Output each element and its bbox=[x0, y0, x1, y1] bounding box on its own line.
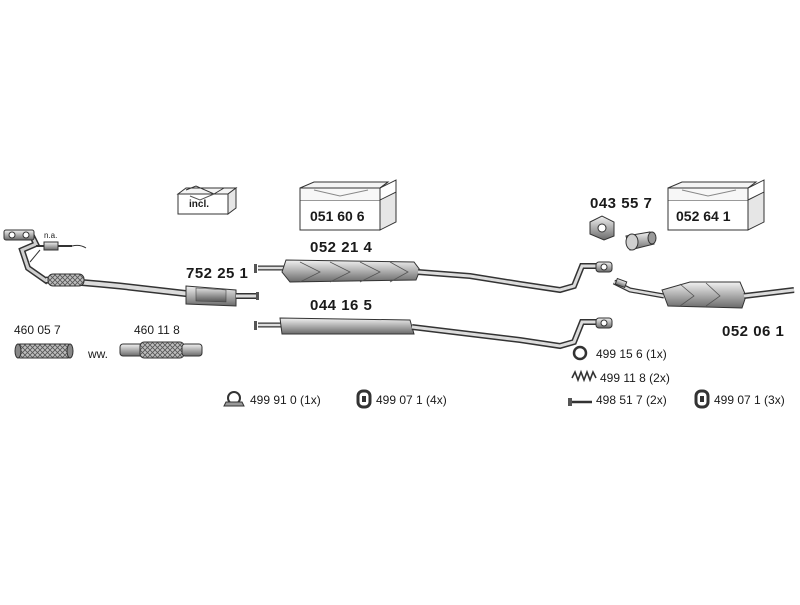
rubber-hanger-icon bbox=[356, 389, 372, 409]
box-label-052-64-1: 052 64 1 bbox=[676, 208, 731, 224]
part-label-043-55-7: 043 55 7 bbox=[590, 195, 653, 212]
part-label-044-16-5: 044 16 5 bbox=[310, 297, 373, 314]
flex-pipe-460-05-7 bbox=[14, 343, 74, 359]
middle-muffler-assembly bbox=[254, 259, 613, 294]
flange-adapter bbox=[589, 215, 657, 251]
hardware-label-clamp: 499 91 0 (1x) bbox=[250, 393, 321, 407]
bolt-icon bbox=[568, 398, 592, 406]
part-label-052-06-1: 052 06 1 bbox=[722, 323, 785, 340]
part-label-752-25-1: 752 25 1 bbox=[186, 265, 249, 282]
incl-label: incl. bbox=[189, 199, 210, 210]
hardware-label-hanger-3x: 499 07 1 (3x) bbox=[714, 393, 785, 407]
flex-pipe-460-11-8 bbox=[119, 341, 203, 359]
clamp-icon bbox=[223, 391, 245, 407]
part-label-460-05-7: 460 05 7 bbox=[14, 323, 61, 337]
rubber-hanger-icon-2 bbox=[694, 389, 710, 409]
rear-muffler bbox=[612, 277, 795, 309]
kit-box-052-64-1 bbox=[667, 179, 765, 231]
part-label-460-11-8: 460 11 8 bbox=[134, 323, 180, 337]
ww-note: ww. bbox=[88, 347, 109, 361]
flex-section bbox=[47, 273, 85, 287]
hardware-label-gasket: 499 15 6 (1x) bbox=[596, 347, 667, 361]
ring-gasket-icon bbox=[572, 345, 588, 361]
box-label-051-60-6: 051 60 6 bbox=[310, 208, 365, 224]
catalytic-converter bbox=[185, 285, 259, 307]
kit-box-incl bbox=[176, 185, 238, 215]
front-pipe-assembly bbox=[3, 229, 191, 298]
part-label-052-21-4: 052 21 4 bbox=[310, 239, 373, 256]
spring-icon bbox=[571, 369, 597, 383]
hardware-label-hanger-4x: 499 07 1 (4x) bbox=[376, 393, 447, 407]
kit-box-051-60-6 bbox=[299, 179, 397, 231]
hardware-label-spring: 499 11 8 (2x) bbox=[600, 371, 670, 385]
hardware-label-bolt: 498 51 7 (2x) bbox=[596, 393, 667, 407]
alternate-muffler-assembly bbox=[254, 317, 613, 350]
na-note: n.a. bbox=[44, 231, 58, 240]
